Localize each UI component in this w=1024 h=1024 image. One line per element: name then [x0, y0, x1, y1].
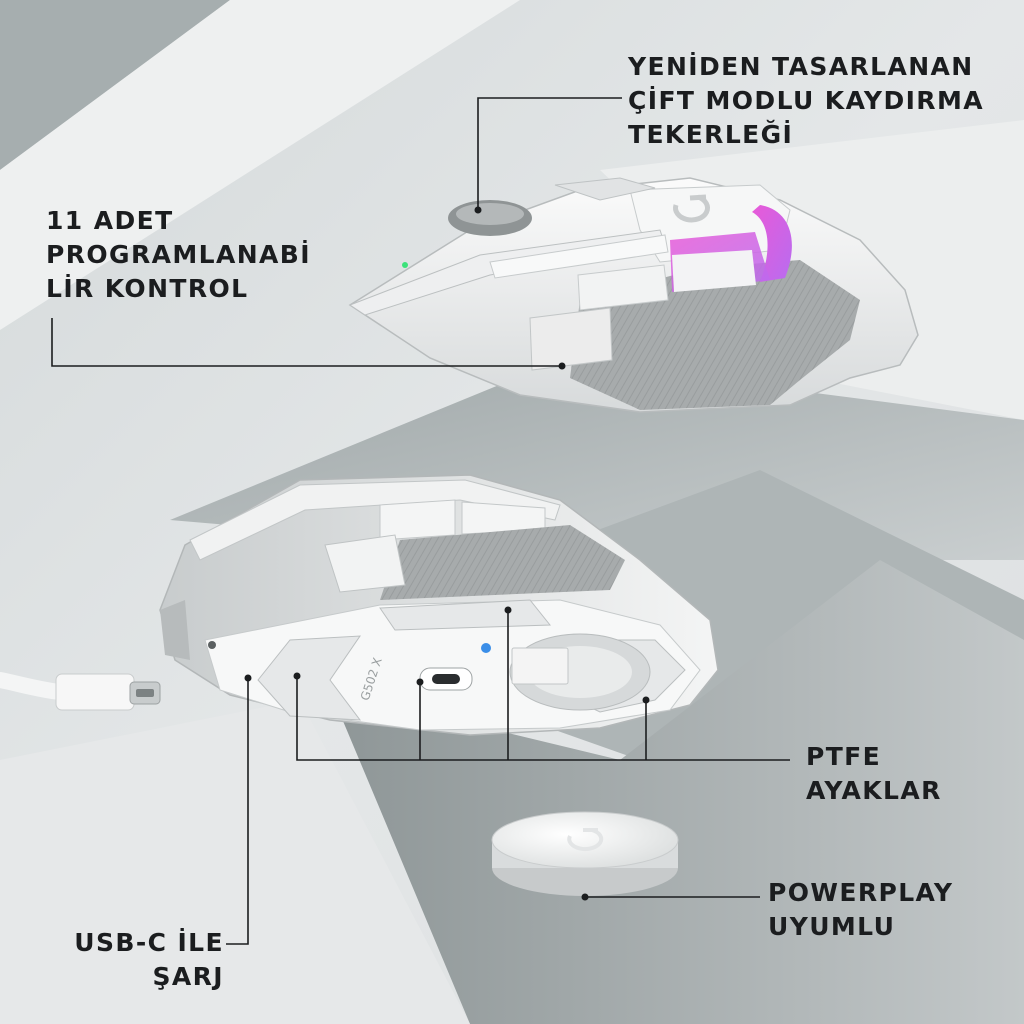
sniper-button: [529, 307, 613, 371]
sniper-button: [324, 534, 406, 593]
callout-line: USB-C İLE: [74, 928, 224, 957]
leader-line-ptfe: [296, 676, 790, 761]
callout-line: PROGRAMLANABİ: [46, 240, 311, 269]
callout-line: 11 ADET: [46, 206, 174, 235]
side-grip-texture: [380, 525, 625, 600]
callout-usb-c-charging: USB-C İLE ŞARJ: [74, 926, 224, 994]
callout-programmable-controls: 11 ADET PROGRAMLANABİ LİR KONTROL: [46, 204, 311, 306]
leader-line-usb-c: [226, 678, 249, 945]
logitech-g-logo-icon: [673, 194, 710, 223]
indicator-light: [402, 262, 408, 268]
callout-line: LİR KONTROL: [46, 274, 249, 303]
mouse-bottom-view: G502 X: [159, 474, 719, 736]
ptfe-foot: [257, 635, 362, 721]
callout-line: TEKERLEĞİ: [628, 120, 794, 149]
callout-line: AYAKLAR: [806, 776, 942, 805]
rgb-lighting: [752, 205, 792, 282]
callout-line: ŞARJ: [152, 962, 224, 991]
callout-ptfe-feet: PTFE AYAKLAR: [806, 740, 942, 808]
callout-scroll-wheel: YENİDEN TASARLANAN ÇİFT MODLU KAYDIRMA T…: [628, 50, 984, 152]
leader-line-scroll-wheel: [477, 97, 622, 210]
callout-line: UYUMLU: [768, 912, 896, 941]
callout-line: ÇİFT MODLU KAYDIRMA: [628, 86, 984, 115]
usb-c-cable: [0, 672, 161, 711]
powerplay-puck: [491, 811, 679, 896]
callout-line: YENİDEN TASARLANAN: [628, 52, 974, 81]
callout-powerplay: POWERPLAY UYUMLU: [768, 876, 953, 944]
side-button: [379, 499, 456, 541]
mouse-side-view: [348, 177, 919, 413]
indicator-light: [481, 643, 491, 653]
background-band: [330, 560, 1024, 1024]
callout-line: POWERPLAY: [768, 878, 954, 907]
callout-line: PTFE: [806, 742, 882, 771]
logitech-g-logo-icon: [567, 828, 604, 852]
side-button: [577, 264, 669, 311]
leader-line-programmable: [51, 318, 562, 367]
